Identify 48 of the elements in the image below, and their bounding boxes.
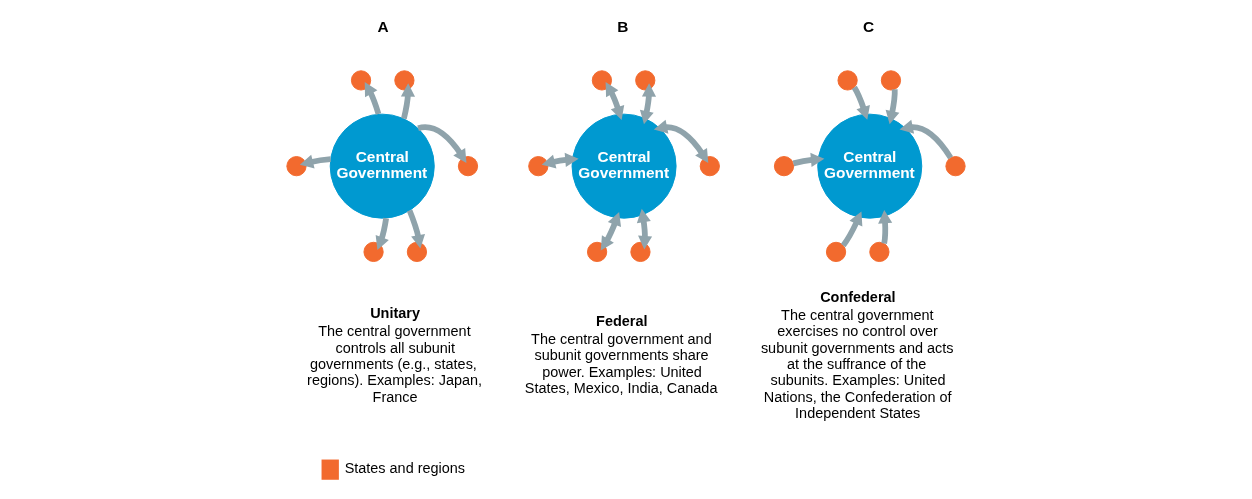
node-circle: [350, 70, 372, 91]
arrow: [375, 217, 389, 251]
legend-label: States and regions: [344, 460, 466, 477]
node-label: Federal: [596, 312, 648, 329]
arrow: [792, 152, 825, 167]
arrow: [406, 209, 426, 249]
node-circle: [630, 241, 651, 263]
arrow: [417, 124, 467, 164]
node-label: The central government and subunit governments share power. Examples: United States, Mexico, India, Canada: [524, 330, 718, 397]
node-circle: [837, 70, 858, 91]
node-circle: [945, 156, 966, 177]
node-label: Unitary: [370, 304, 420, 321]
node-circle: [880, 70, 902, 91]
node-circle: [699, 156, 720, 177]
arrow: [899, 119, 954, 160]
arrow: [851, 85, 870, 120]
arrow: [299, 154, 331, 169]
node-circle: Central Government: [817, 113, 923, 219]
arrow: [653, 119, 709, 164]
node-circle: [528, 156, 549, 177]
node-label: The central government exercises no control over subunit governments and acts at the suffrance of the subunits. Examples: United Nations, the Confederation of Independent States: [760, 306, 954, 422]
node-circle: [635, 70, 656, 91]
node-circle: [773, 156, 795, 177]
node-circle: Central Government: [571, 113, 677, 219]
node-circle: [457, 156, 479, 177]
arrow: [600, 212, 622, 251]
label: C: [863, 18, 875, 36]
node-circle: [286, 156, 307, 177]
node-circle: [587, 241, 608, 263]
label: B: [617, 18, 629, 36]
node-circle: Central Government: [329, 113, 435, 219]
node-label: The central government controls all subunit governments (e.g., states, regions). Examples: Japan, France: [307, 323, 483, 405]
label: A: [377, 18, 389, 36]
arrow: [639, 83, 657, 125]
arrow: [636, 208, 653, 250]
arrow: [605, 82, 625, 120]
arrow: [840, 211, 863, 248]
arrow: [364, 81, 382, 115]
node-circle: [363, 241, 384, 263]
node-circle: [591, 70, 613, 91]
arrow: [400, 83, 416, 120]
node-label: Confederal: [820, 288, 896, 305]
node-circle: [406, 241, 428, 263]
arrow: [878, 209, 893, 244]
node-circle: [394, 70, 415, 91]
node-circle: [825, 241, 847, 263]
arrow: [885, 89, 900, 125]
node-circle: [869, 241, 890, 263]
